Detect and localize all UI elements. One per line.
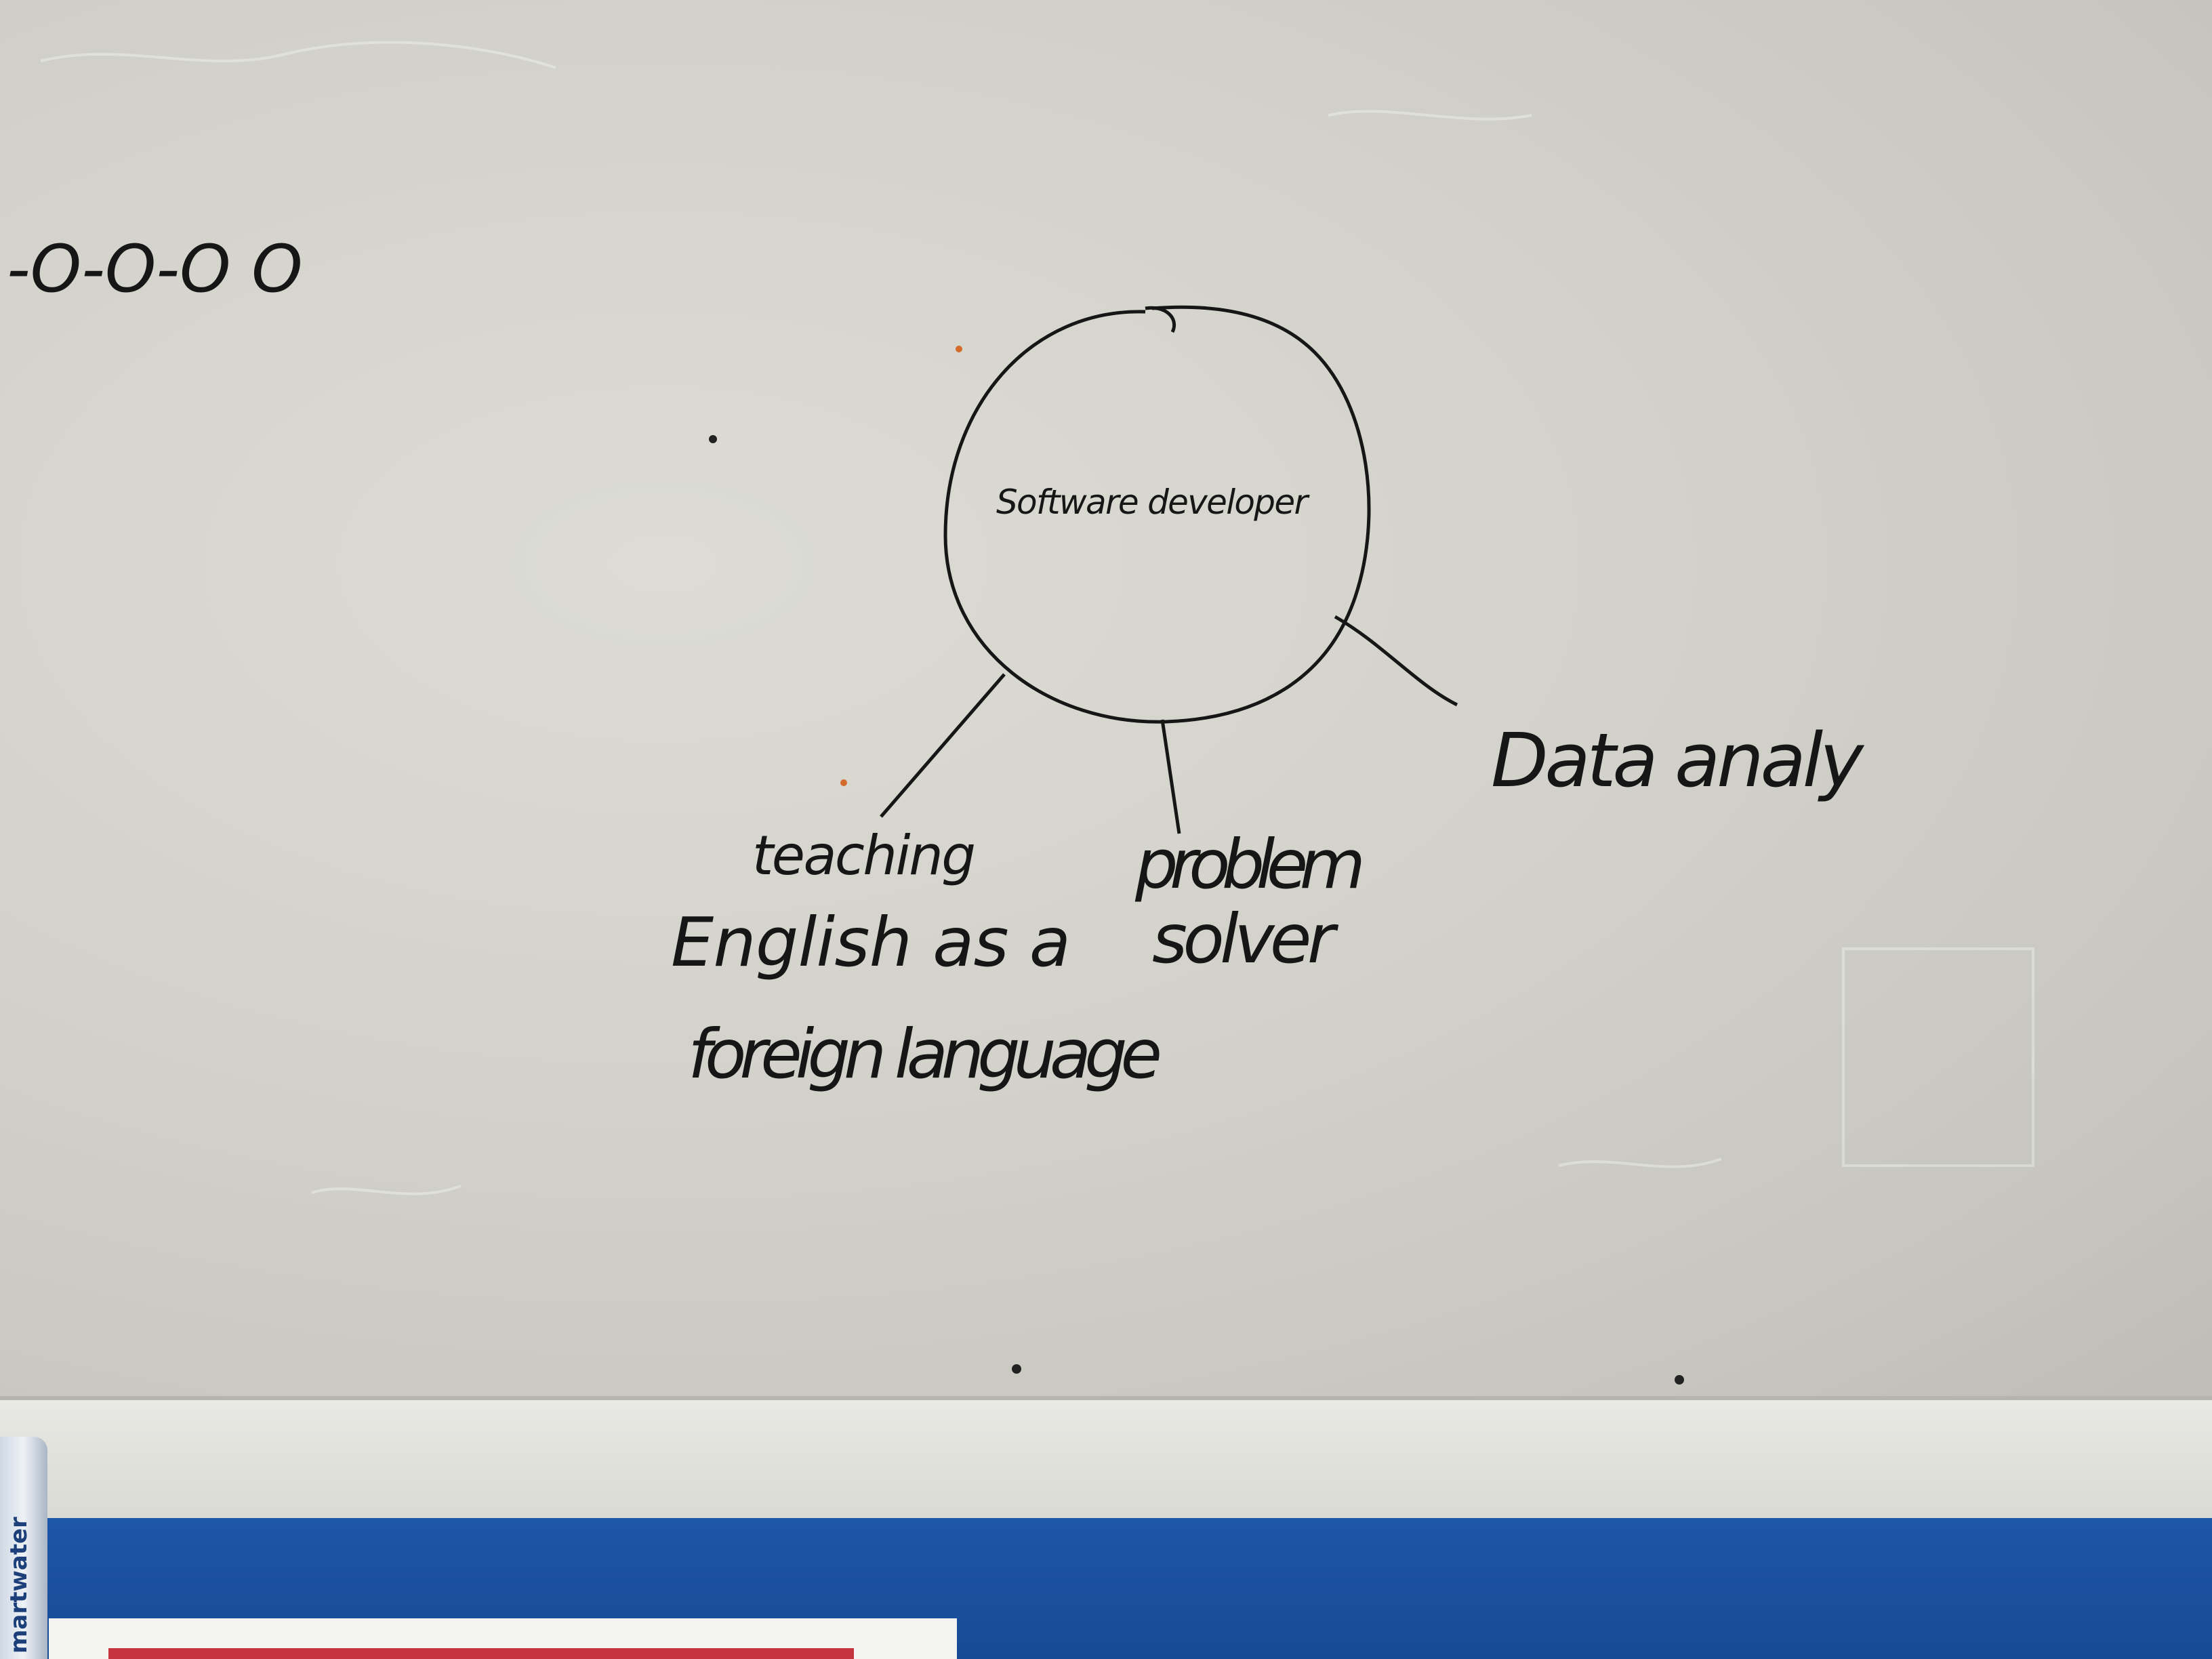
whiteboard <box>0 0 2212 1410</box>
branch-teaching-line2: English as a <box>671 903 1071 982</box>
connector-problem-solver <box>1160 719 1181 834</box>
orange-speck <box>840 779 847 786</box>
branch-teaching-line1: teaching <box>752 824 976 887</box>
center-circle <box>943 305 1371 724</box>
orange-speck <box>956 346 962 352</box>
erased-marks <box>40 41 2034 1195</box>
branch-teaching-line3: foreign language <box>688 1015 1162 1094</box>
center-label: Software developer <box>996 483 1310 522</box>
branch-problem-line1: problem <box>1134 825 1366 904</box>
board-dot <box>1012 1364 1021 1374</box>
bottle-label: martwater <box>5 1517 33 1654</box>
connector-data <box>1334 615 1458 707</box>
branch-data-line1: Data analy <box>1491 717 1865 804</box>
circle-hook <box>1145 306 1176 333</box>
water-bottle <box>0 1437 47 1659</box>
paper-red-stripe <box>108 1648 854 1659</box>
board-dot <box>1675 1375 1684 1385</box>
branch-problem-line2: solver <box>1152 899 1339 979</box>
corner-chain-text: -O-O-O O <box>7 231 303 307</box>
marker-tray <box>0 1396 2212 1536</box>
board-dot <box>709 435 717 443</box>
mind-map-drawing: -O-O-O O Software developer teaching Eng… <box>7 41 2034 1385</box>
connector-teaching <box>880 673 1006 818</box>
